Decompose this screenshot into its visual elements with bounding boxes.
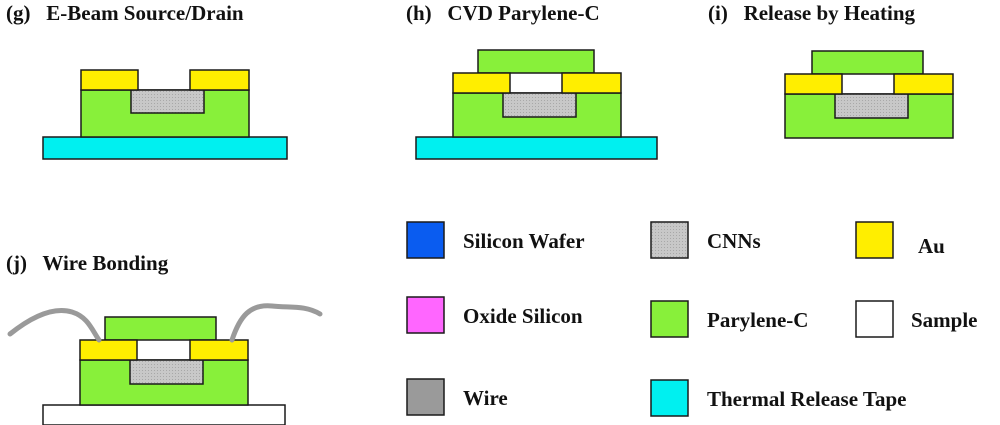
cnn-channel <box>129 359 204 385</box>
legend: Silicon Wafer Oxide Silicon Wire CNNs Pa… <box>406 221 978 417</box>
au-source-contact <box>452 72 511 94</box>
step-g-panel: (g) E-Beam Source/Drain <box>6 1 288 160</box>
thermal-release-tape-layer <box>42 136 288 160</box>
au-drain-contact <box>561 72 622 94</box>
cnn-channel <box>130 89 205 114</box>
cnn-channel <box>834 93 909 119</box>
legend-swatch-sample <box>855 300 894 338</box>
bonding-wire-right <box>229 303 323 343</box>
step-g-label: (g) E-Beam Source/Drain <box>6 1 244 25</box>
parylene-c-top-coating <box>477 49 595 74</box>
sample-base <box>42 404 286 425</box>
step-h-panel: (h) CVD Parylene-C <box>406 1 658 160</box>
legend-swatch-oxide-silicon <box>406 296 445 334</box>
step-j-label: (j) Wire Bonding <box>6 251 169 275</box>
parylene-c-top-coating <box>811 50 924 75</box>
legend-label-parylene-c: Parylene-C <box>707 308 808 332</box>
step-i-label: (i) Release by Heating <box>708 1 916 25</box>
legend-label-au: Au <box>918 234 945 258</box>
legend-label-thermal-release-tape: Thermal Release Tape <box>707 387 907 411</box>
step-h-label: (h) CVD Parylene-C <box>406 1 600 25</box>
parylene-c-top-coating <box>104 316 217 341</box>
legend-swatch-parylene-c <box>650 300 689 338</box>
au-drain-contact <box>189 69 250 91</box>
bonding-wire-left <box>7 308 102 343</box>
legend-swatch-thermal-release-tape <box>650 379 689 417</box>
au-drain-contact <box>189 339 249 361</box>
thermal-release-tape-layer <box>415 136 658 160</box>
legend-swatch-au <box>855 221 894 259</box>
legend-label-cnns: CNNs <box>707 229 761 253</box>
au-source-contact <box>79 339 138 361</box>
cnn-channel <box>502 92 577 118</box>
step-j-panel: (j) Wire Bonding <box>6 251 323 425</box>
legend-label-wire: Wire <box>463 386 508 410</box>
au-source-contact <box>80 69 139 91</box>
au-drain-contact <box>893 73 954 95</box>
legend-label-silicon-wafer: Silicon Wafer <box>463 229 585 253</box>
legend-swatch-cnns <box>650 221 689 259</box>
legend-label-oxide-silicon: Oxide Silicon <box>463 304 583 328</box>
legend-label-sample: Sample <box>911 308 978 332</box>
legend-swatch-silicon-wafer <box>406 221 445 259</box>
step-i-panel: (i) Release by Heating <box>708 1 954 139</box>
au-source-contact <box>784 73 843 95</box>
legend-swatch-wire <box>406 378 445 416</box>
